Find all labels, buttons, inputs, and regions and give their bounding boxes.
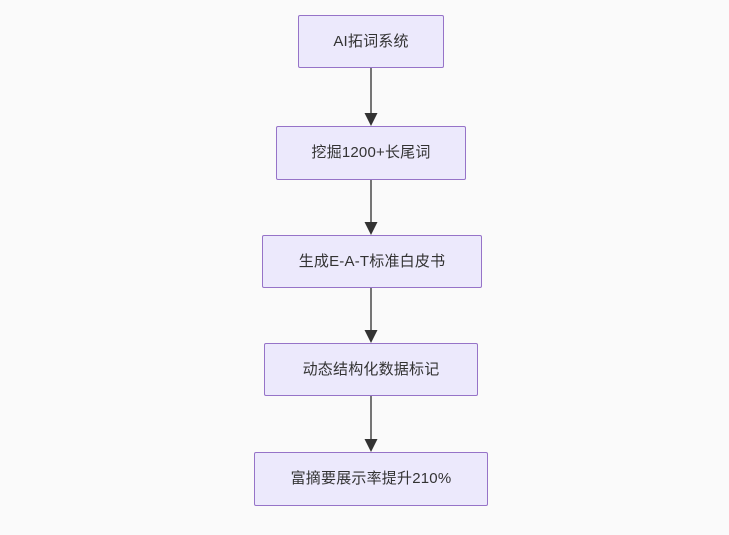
node-label: 富摘要展示率提升210% [290,470,452,488]
edge-n1-n2 [364,68,378,126]
flowchart-node-ai-keyword-system[interactable]: AI拓词系统 [298,15,444,68]
flowchart-node-dynamic-structured-data-markup[interactable]: 动态结构化数据标记 [264,343,478,396]
node-label: 生成E-A-T标准白皮书 [298,252,446,270]
node-label: 挖掘1200+长尾词 [311,144,431,162]
node-label: AI拓词系统 [333,32,409,50]
flowchart-node-rich-snippet-rate-increase[interactable]: 富摘要展示率提升210% [254,452,488,506]
edge-n2-n3 [364,180,378,235]
node-label: 动态结构化数据标记 [302,360,440,378]
edge-n4-n5 [364,396,378,452]
flowchart-node-mine-longtail-keywords[interactable]: 挖掘1200+长尾词 [276,126,466,180]
edge-n3-n4 [364,288,378,343]
flowchart-node-generate-eat-whitepaper[interactable]: 生成E-A-T标准白皮书 [262,235,482,288]
